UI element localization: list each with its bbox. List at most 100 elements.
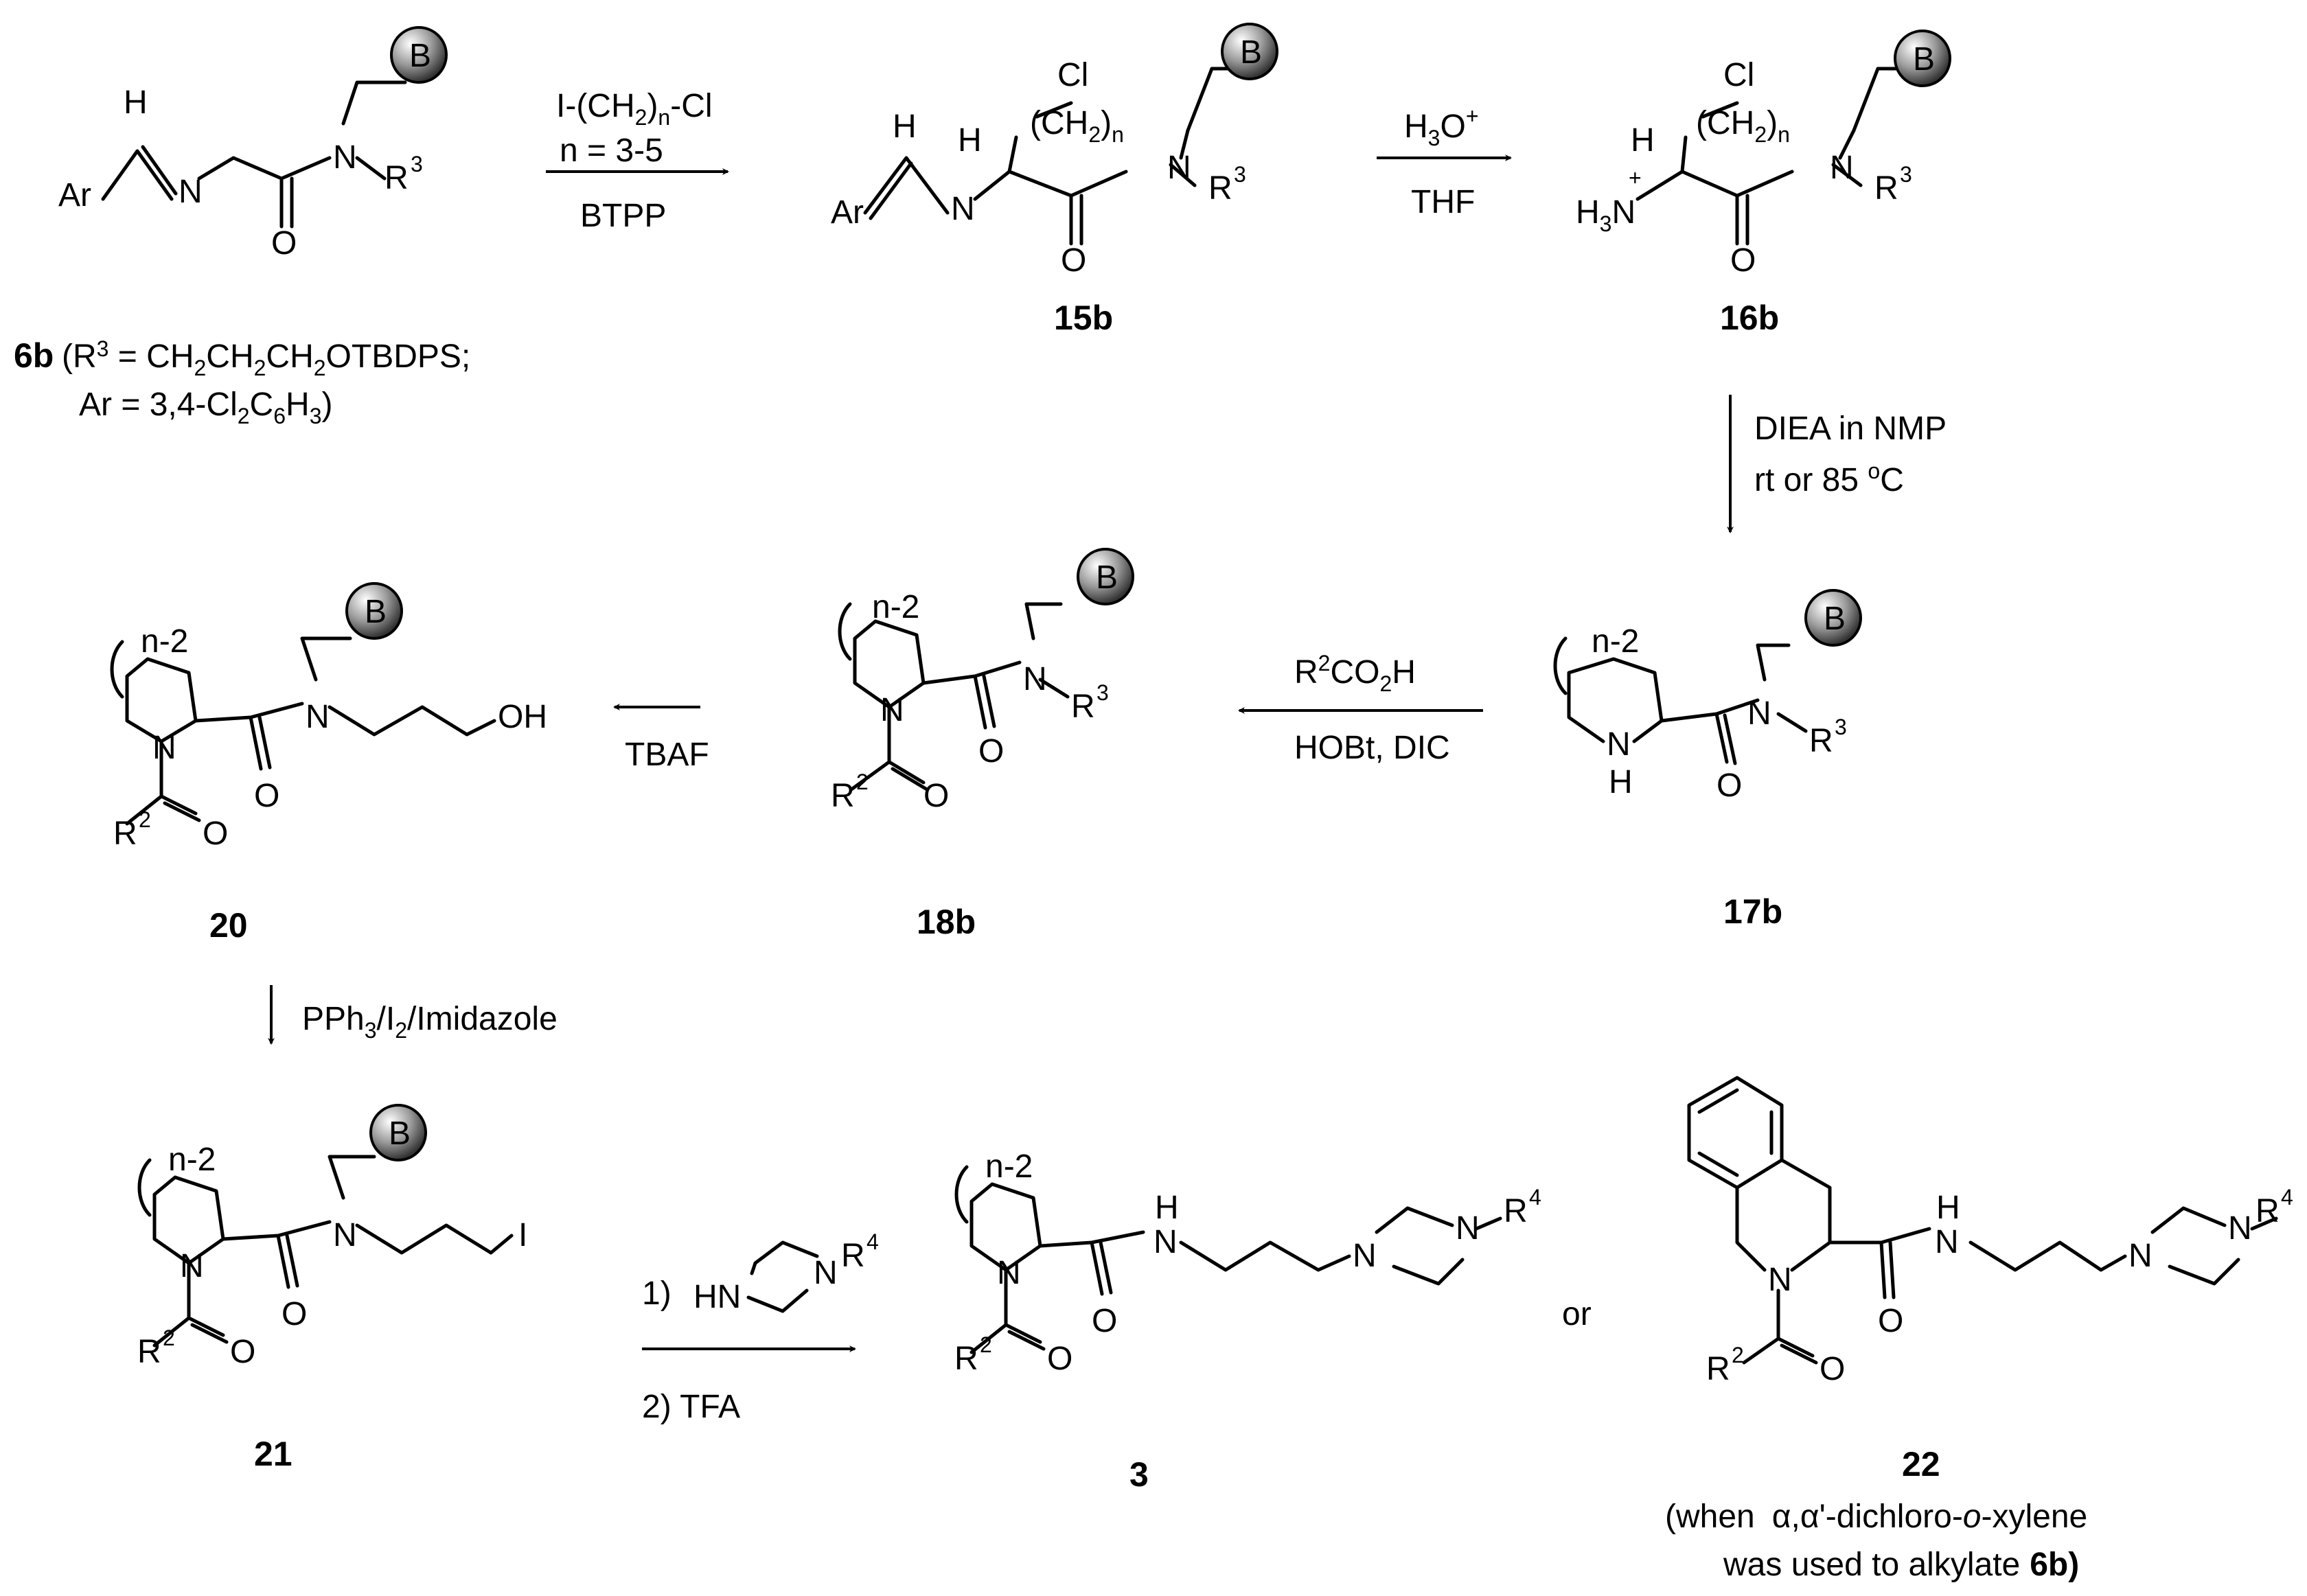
r2-sup: 2 [980, 1332, 992, 1357]
carbonyl-o-label: O [978, 733, 1004, 770]
compound-21: B n-2 N O N I R 2 O 21 [137, 1104, 527, 1473]
amide-n-label: N [333, 1217, 357, 1253]
reagent-6-line1: PPh3/I2/Imidazole [302, 1001, 558, 1043]
bead-label: B [1096, 559, 1118, 596]
carbonyl-o-label: O [1730, 242, 1756, 279]
reagent-2-line2: THF [1411, 184, 1475, 220]
ring-size-label: n-2 [168, 1142, 216, 1178]
piperazine-n4-label: N [2228, 1210, 2252, 1247]
carbonyl-o-label: O [1717, 767, 1742, 804]
bead-label: B [1240, 34, 1262, 71]
reaction-arrow-2: H3O+ THF [1377, 104, 1512, 220]
r3-label: R [1874, 170, 1898, 207]
chloro-label: Cl [1723, 57, 1754, 93]
ring-n-label: N [1768, 1262, 1792, 1298]
imine-h-label: H [893, 108, 917, 145]
ring-n-label: N [1607, 726, 1631, 763]
hydroxyl-label: OH [498, 699, 547, 735]
resin-bead [1894, 30, 1951, 87]
reagent-1-line3: BTPP [580, 198, 666, 234]
reaction-arrow-3: DIEA in NMP rt or 85 oC [1727, 395, 1947, 533]
r4-sup: 4 [1529, 1185, 1541, 1210]
amide-n-label: N [1167, 150, 1191, 186]
resin-bead [369, 1104, 427, 1161]
reagent-3-line1: DIEA in NMP [1754, 410, 1947, 447]
ring-n-label: N [997, 1255, 1021, 1291]
compound-label-6b: 6b [14, 336, 54, 375]
compound-17b: B n-2 N H O N R 3 17b [1553, 589, 1862, 931]
chain-label: (CH2)n [1696, 105, 1790, 147]
alpha-h-label: H [1631, 122, 1655, 159]
acyl-o-label: O [230, 1334, 255, 1370]
ring-n-label: N [880, 692, 904, 728]
r2-label: R [137, 1334, 161, 1370]
ring-size-label: n-2 [1592, 623, 1639, 660]
ammonium-label: H3N [1576, 194, 1635, 236]
chain-label: (CH2)n [1030, 105, 1124, 147]
amide-h-label: H [1936, 1190, 1960, 1226]
ring-size-label: n-2 [985, 1148, 1033, 1185]
alpha-h-label: H [958, 122, 982, 159]
r4-label: R [841, 1238, 865, 1274]
r4-label: R [1504, 1193, 1528, 1229]
compound-3: n-2 N O H N N N R 4 R 2 O 3 [954, 1148, 1541, 1494]
piperazine-nh-label: HN [693, 1279, 741, 1315]
carbonyl-o-label: O [282, 1296, 307, 1332]
amide-n-label: N [1830, 150, 1854, 186]
ring-size-label: n-2 [141, 623, 188, 660]
r2-label: R [1706, 1351, 1730, 1387]
compound-label-22: 22 [1902, 1445, 1940, 1483]
bead-label: B [365, 594, 387, 630]
r3-label: R [1208, 170, 1232, 207]
ring-size-label: n-2 [872, 589, 919, 625]
ammonium-charge: + [1629, 165, 1642, 190]
chloro-label: Cl [1057, 57, 1088, 93]
aryl-label: Ar [58, 177, 91, 213]
bead-label: B [1913, 41, 1935, 78]
ring-nh-label: H [1609, 764, 1633, 800]
r2-sup: 2 [139, 807, 151, 832]
resin-bead [345, 582, 403, 640]
piperazine-n1-label: N [2128, 1238, 2153, 1274]
ring-n-label: N [152, 730, 176, 766]
compound-18b: B n-2 N O N R 3 R 2 O 18b [831, 548, 1134, 941]
6b-note-line1: (R3 = CH2CH2CH2OTBDPS; [62, 336, 470, 380]
piperazine-reagent-ring [746, 1240, 819, 1313]
resin-bead [1221, 23, 1278, 80]
piperazine-n1-label: N [1353, 1238, 1377, 1274]
carbonyl-o-label: O [271, 225, 297, 262]
r3-sup: 3 [411, 152, 423, 176]
acyl-o-label: O [923, 778, 949, 814]
compound-label-16b: 16b [1720, 299, 1779, 337]
aryl-label: Ar [831, 194, 864, 231]
bead-label: B [409, 38, 431, 74]
acyl-o-label: O [1820, 1351, 1845, 1387]
compound-label-3: 3 [1129, 1455, 1149, 1494]
resin-bead [1804, 589, 1862, 647]
r3-label: R [1071, 689, 1095, 725]
resin-bead [390, 26, 448, 84]
imine-h-label: H [124, 84, 148, 121]
reagent-4-line2: HOBt, DIC [1294, 730, 1450, 766]
compound-6b: B Ar H N O N R 3 6b (R3 = CH2CH2CH2OTBDP… [14, 26, 470, 428]
reaction-arrow-4: R2CO2H HOBt, DIC [1238, 651, 1483, 766]
compound-label-17b: 17b [1723, 892, 1782, 931]
reaction-arrow-6: PPh3/I2/Imidazole [268, 985, 558, 1045]
reagent-7-step2: 2) TFA [642, 1389, 740, 1425]
r4-sup: 4 [866, 1229, 879, 1254]
resin-bead [1077, 548, 1134, 605]
reagent-1-line2: n = 3-5 [560, 132, 663, 169]
reaction-arrow-1: I-(CH2)n-Cl n = 3-5 BTPP [546, 88, 729, 234]
amide-n-label: N [1935, 1224, 1959, 1260]
amide-n-label: N [306, 699, 330, 735]
compound-label-21: 21 [254, 1435, 292, 1473]
reagent-1-line1: I-(CH2)n-Cl [556, 88, 713, 130]
r2-label: R [113, 816, 137, 852]
r4-label: R [2256, 1193, 2280, 1229]
r3-label: R [384, 160, 409, 196]
reaction-arrow-5: TBAF [613, 704, 709, 773]
